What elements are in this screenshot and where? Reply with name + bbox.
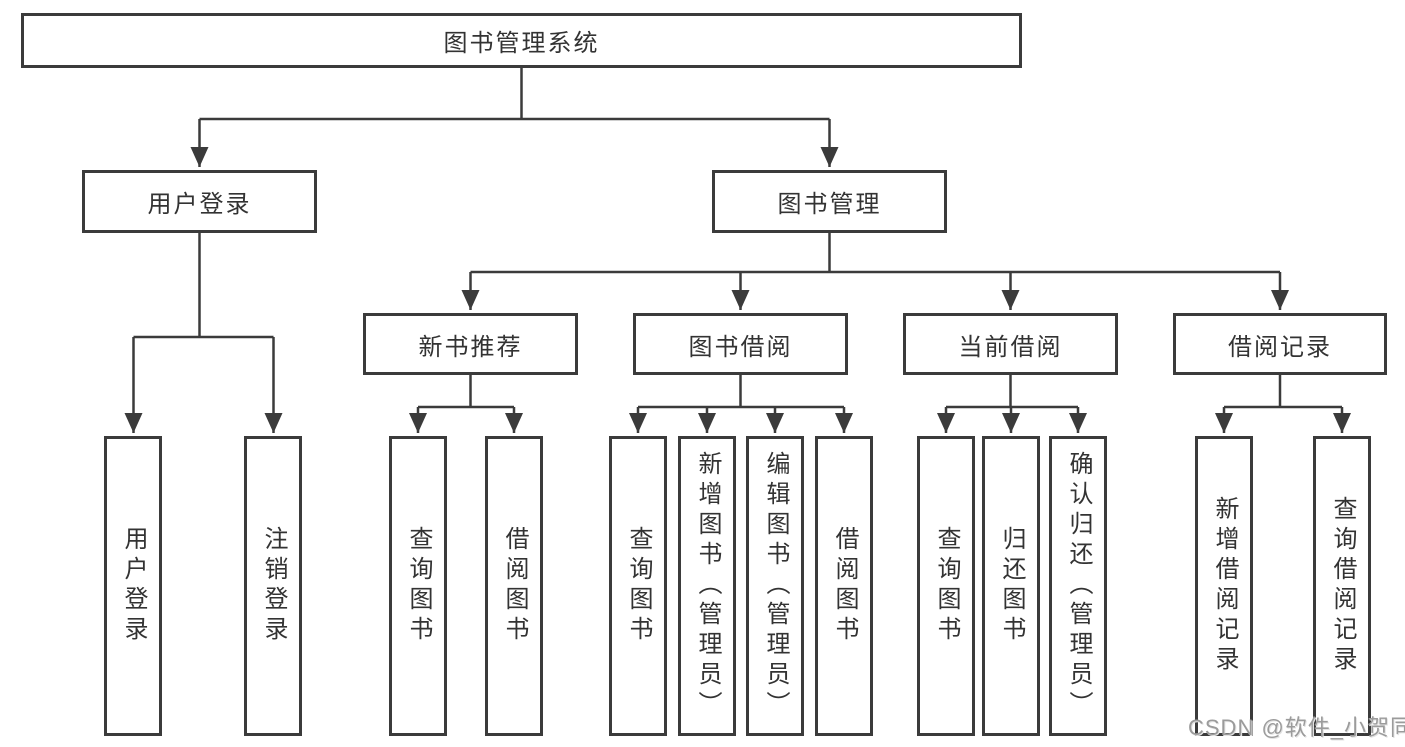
leaf-current-return-book-label: 归还图书: [998, 526, 1025, 646]
leaf-current-confirm-return-admin-label: 确认归还（管理员）: [1065, 451, 1092, 721]
leaf-newbook-borrow-book-label: 借阅图书: [501, 526, 528, 646]
leaf-borrow-edit-book-admin-label: 编辑图书（管理员）: [762, 451, 789, 721]
leaf-borrow-add-book-admin: 新增图书（管理员）: [678, 436, 736, 736]
node-book-borrow: 图书借阅: [633, 313, 848, 375]
leaf-logout-label: 注销登录: [260, 526, 287, 646]
node-current-borrow: 当前借阅: [903, 313, 1118, 375]
leaf-borrow-borrow-book: 借阅图书: [815, 436, 873, 736]
leaf-current-return-book: 归还图书: [982, 436, 1040, 736]
leaf-newbook-query-book: 查询图书: [389, 436, 447, 736]
leaf-records-add-record-label: 新增借阅记录: [1211, 496, 1238, 676]
leaf-newbook-borrow-book: 借阅图书: [485, 436, 543, 736]
node-library-management-system: 图书管理系统: [21, 13, 1022, 68]
node-book-management: 图书管理: [712, 170, 947, 233]
leaf-current-confirm-return-admin: 确认归还（管理员）: [1049, 436, 1107, 736]
leaf-user-login-label: 用户登录: [120, 526, 147, 646]
leaf-borrow-borrow-book-label: 借阅图书: [831, 526, 858, 646]
leaf-records-query-record-label: 查询借阅记录: [1329, 496, 1356, 676]
leaf-records-query-record: 查询借阅记录: [1313, 436, 1371, 736]
leaf-borrow-query-book-label: 查询图书: [625, 526, 652, 646]
leaf-user-login: 用户登录: [104, 436, 162, 736]
leaf-borrow-add-book-admin-label: 新增图书（管理员）: [694, 451, 721, 721]
csdn-watermark: CSDN @软件_小贺同学: [1188, 715, 1405, 740]
node-user-login: 用户登录: [82, 170, 317, 233]
leaf-current-query-book: 查询图书: [917, 436, 975, 736]
leaf-newbook-query-book-label: 查询图书: [405, 526, 432, 646]
leaf-current-query-book-label: 查询图书: [933, 526, 960, 646]
leaf-logout: 注销登录: [244, 436, 302, 736]
node-new-book-recommend: 新书推荐: [363, 313, 578, 375]
leaf-borrow-query-book: 查询图书: [609, 436, 667, 736]
leaf-records-add-record: 新增借阅记录: [1195, 436, 1253, 736]
node-borrow-records: 借阅记录: [1173, 313, 1387, 375]
leaf-borrow-edit-book-admin: 编辑图书（管理员）: [746, 436, 804, 736]
